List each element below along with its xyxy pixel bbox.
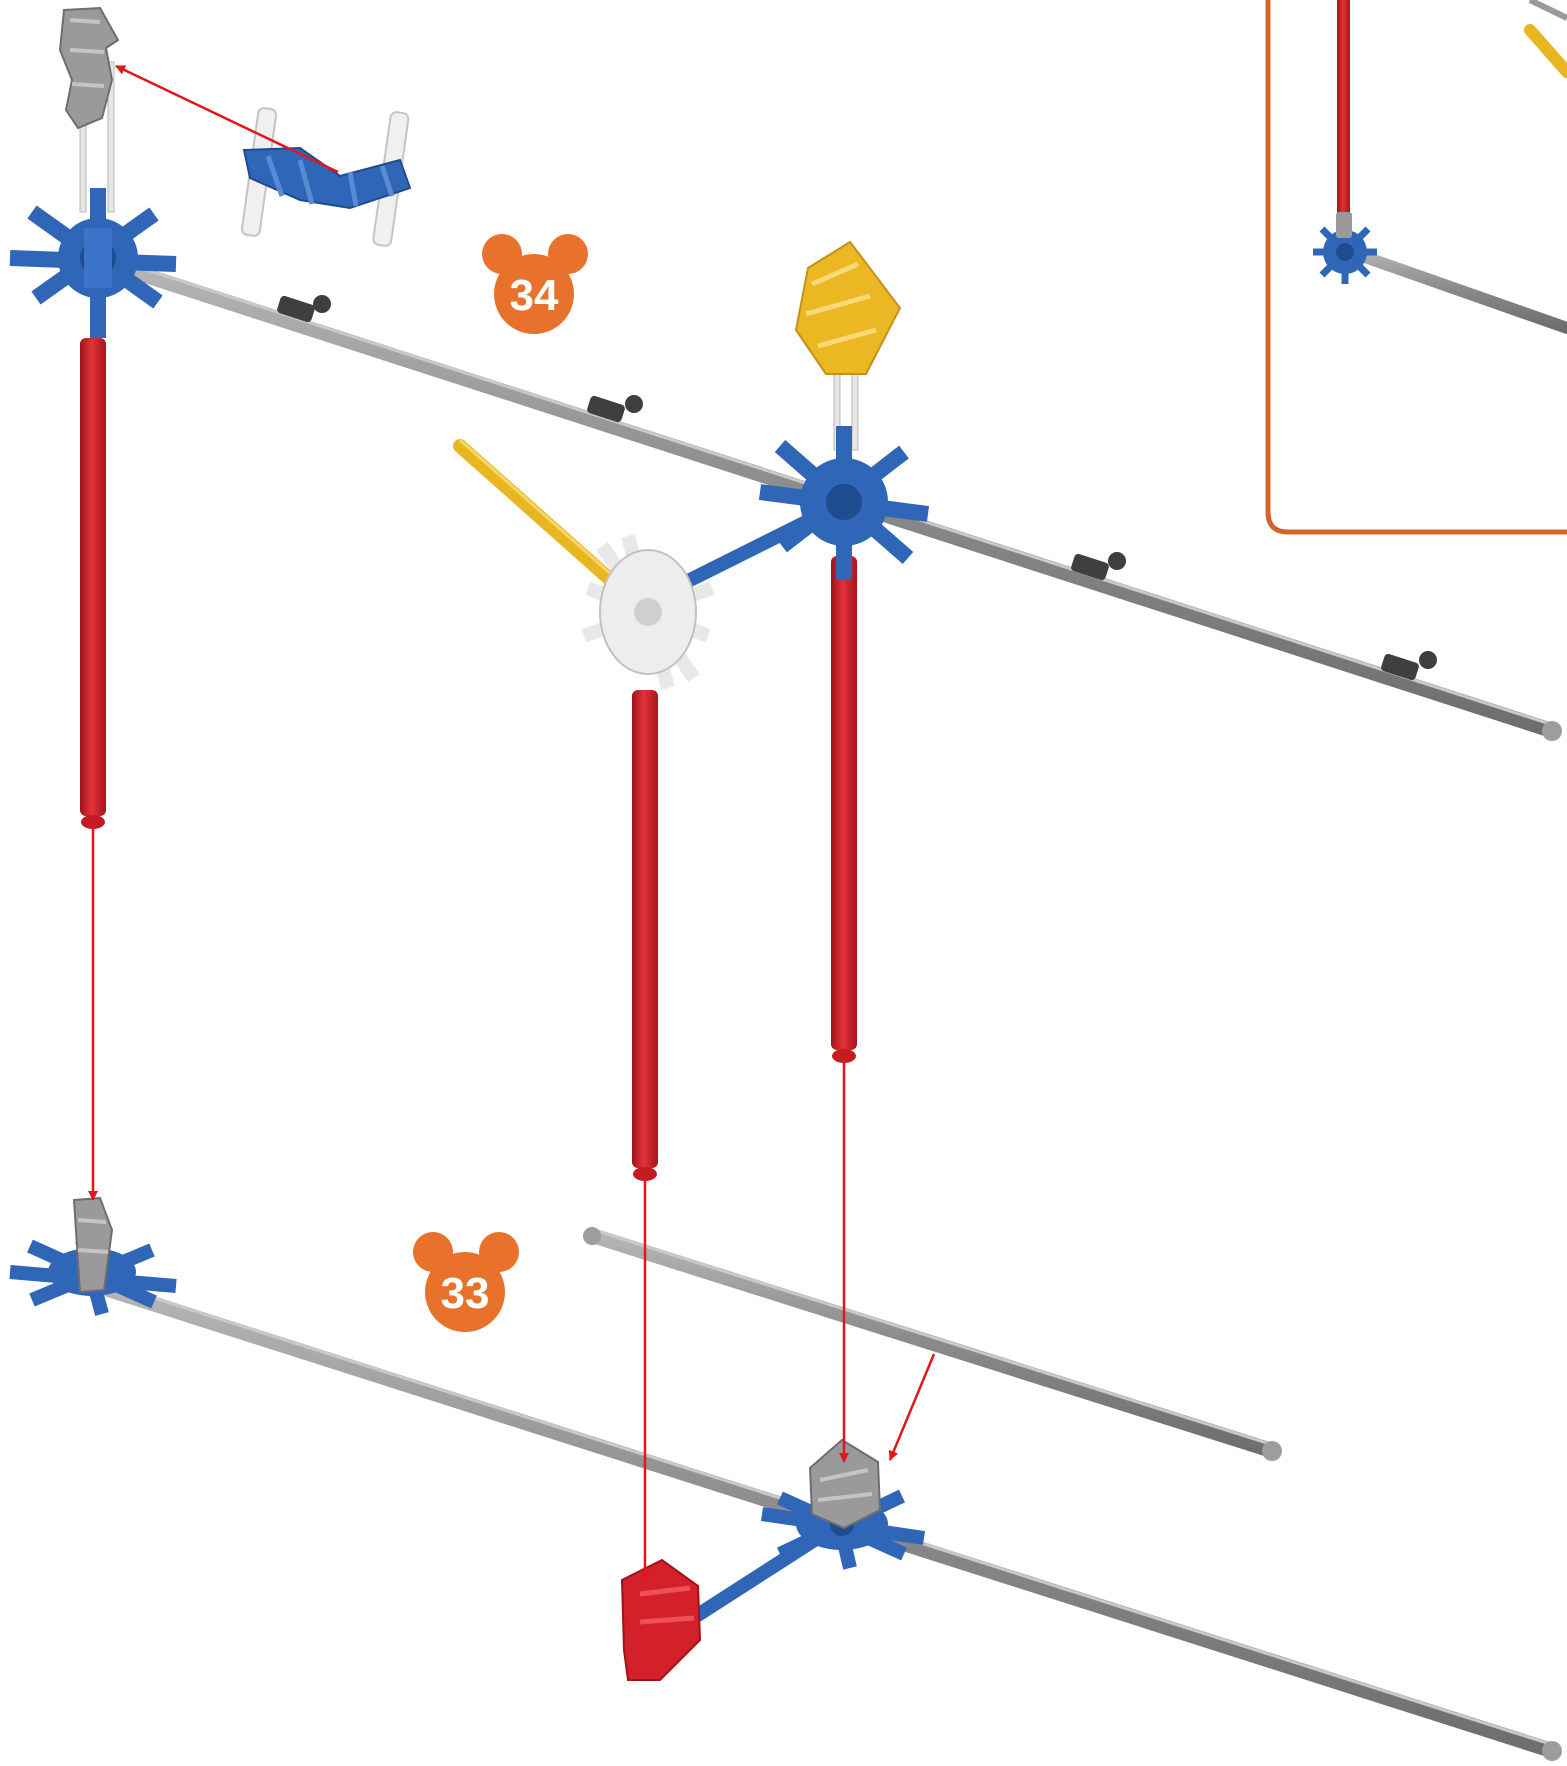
inset-panel — [1265, 0, 1567, 535]
step-number-33: 33 — [441, 1269, 490, 1318]
arrow-to-top-left-clip — [115, 64, 339, 174]
inset-red-rod — [1337, 0, 1350, 222]
inset-gray-clip — [1336, 212, 1352, 238]
step-number-34: 34 — [510, 271, 559, 320]
step-badge-34: 34 — [482, 234, 588, 334]
dark-clips-upper — [277, 295, 1437, 681]
gray-clip-top-left — [58, 6, 120, 130]
blue-connector-upper-left — [9, 188, 177, 338]
step-badge-33: 33 — [413, 1232, 519, 1332]
yellow-connector-top — [794, 240, 902, 451]
inset-yellow-rod — [1524, 24, 1567, 78]
inset-blue-connector — [1313, 220, 1377, 284]
red-rod-left — [80, 338, 106, 829]
red-rod-right — [831, 556, 857, 1063]
loose-blue-connector-with-white-rods — [240, 107, 412, 247]
arrow-loose-rod-to-clip — [888, 1353, 936, 1461]
gray-clip-lower-right — [808, 1438, 882, 1530]
red-rod-middle — [632, 690, 658, 1181]
blue-connector-upper-right — [758, 426, 930, 580]
lower-gray-rod-loose — [583, 1227, 1282, 1461]
gray-clip-lower-left — [72, 1196, 114, 1294]
inset-border — [1265, 0, 1567, 535]
white-connector — [581, 534, 715, 690]
assembly-arrows — [88, 64, 936, 1581]
red-connector-bottom — [620, 1558, 702, 1681]
inset-gray-rod — [1339, 244, 1567, 334]
